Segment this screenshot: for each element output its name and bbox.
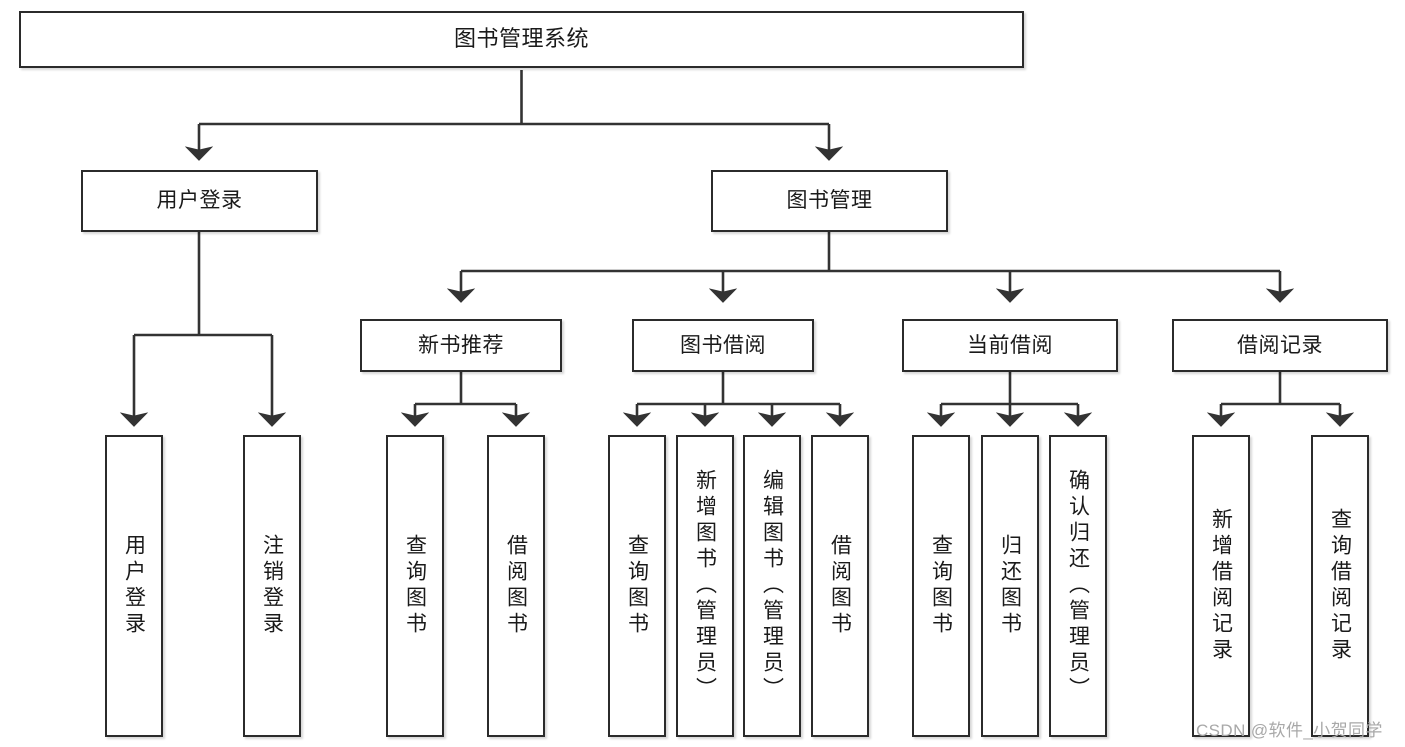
node-current-borrow[interactable]: 当前借阅: [902, 319, 1118, 372]
leaf-user-login[interactable]: 用户登录: [105, 435, 163, 737]
node-user-login[interactable]: 用户登录: [81, 170, 318, 232]
leaf-query-book-2[interactable]: 查询图书: [608, 435, 666, 737]
leaf-add-book[interactable]: 新增图书（管理员）: [676, 435, 734, 737]
leaf-return-book-label: 归还图书: [998, 534, 1022, 638]
leaf-query-book-1-label: 查询图书: [403, 534, 427, 638]
leaf-add-book-label: 新增图书（管理员）: [693, 469, 717, 703]
node-current-borrow-label: 当前借阅: [967, 333, 1053, 357]
node-new-book-recommend[interactable]: 新书推荐: [360, 319, 562, 372]
leaf-confirm-return-label: 确认归还（管理员）: [1066, 469, 1090, 703]
node-book-management[interactable]: 图书管理: [711, 170, 948, 232]
leaf-borrow-book-2-label: 借阅图书: [828, 534, 852, 638]
node-user-login-label: 用户登录: [156, 189, 243, 213]
node-borrow-record-label: 借阅记录: [1237, 333, 1323, 357]
node-book-management-label: 图书管理: [786, 189, 873, 213]
leaf-user-login-label: 用户登录: [122, 534, 146, 638]
leaf-query-book-3[interactable]: 查询图书: [912, 435, 970, 737]
leaf-query-book-2-label: 查询图书: [625, 534, 649, 638]
node-book-borrow[interactable]: 图书借阅: [632, 319, 814, 372]
leaf-return-book[interactable]: 归还图书: [981, 435, 1039, 737]
leaf-query-book-3-label: 查询图书: [929, 534, 953, 638]
leaf-confirm-return[interactable]: 确认归还（管理员）: [1049, 435, 1107, 737]
leaf-add-record-label: 新增借阅记录: [1209, 508, 1233, 664]
node-root[interactable]: 图书管理系统: [19, 11, 1024, 68]
node-new-book-recommend-label: 新书推荐: [418, 333, 504, 357]
node-book-borrow-label: 图书借阅: [680, 333, 766, 357]
leaf-query-record-label: 查询借阅记录: [1328, 508, 1352, 664]
leaf-query-record[interactable]: 查询借阅记录: [1311, 435, 1369, 737]
node-root-label: 图书管理系统: [453, 26, 589, 52]
leaf-add-record[interactable]: 新增借阅记录: [1192, 435, 1250, 737]
leaf-edit-book[interactable]: 编辑图书（管理员）: [743, 435, 801, 737]
leaf-user-logout[interactable]: 注销登录: [243, 435, 301, 737]
leaf-borrow-book-1[interactable]: 借阅图书: [487, 435, 545, 737]
leaf-edit-book-label: 编辑图书（管理员）: [760, 469, 784, 703]
leaf-borrow-book-2[interactable]: 借阅图书: [811, 435, 869, 737]
node-borrow-record[interactable]: 借阅记录: [1172, 319, 1388, 372]
leaf-user-logout-label: 注销登录: [260, 534, 284, 638]
leaf-borrow-book-1-label: 借阅图书: [504, 534, 528, 638]
csdn-watermark: CSDN @软件_小贺同学: [1196, 721, 1383, 740]
leaf-query-book-1[interactable]: 查询图书: [386, 435, 444, 737]
